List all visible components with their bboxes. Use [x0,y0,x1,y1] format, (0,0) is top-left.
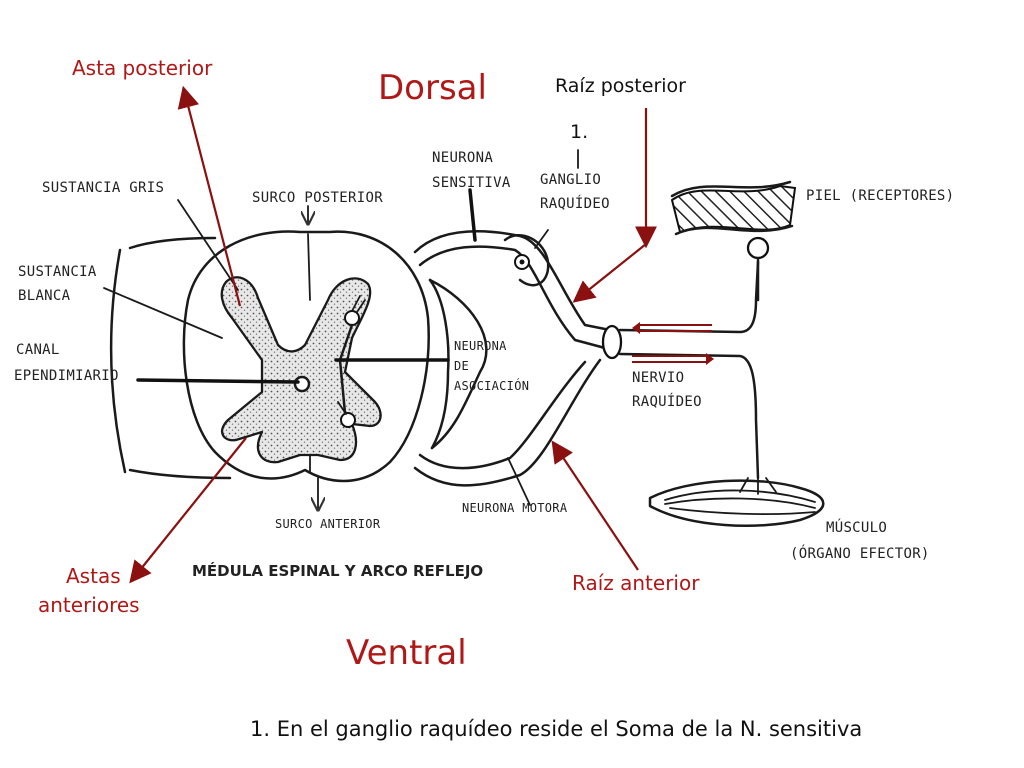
label-astas-anteriores-2: anteriores [38,593,140,617]
label-dorsal: Dorsal [378,68,487,108]
label-canal-2: EPENDIMIARIO [14,368,119,384]
label-piel: PIEL (RECEPTORES) [806,188,954,204]
label-neurona-sensitiva-1: NEURONA [432,150,493,166]
label-surco-posterior: SURCO POSTERIOR [252,190,383,206]
slide-annotations: Asta posterior Astas anteriores Raíz ant… [38,56,862,741]
label-neurona-asociacion-1: NEURONA [454,339,507,353]
column-band [109,236,232,480]
label-neurona-asociacion-2: DE [454,359,469,373]
label-raiz-anterior: Raíz anterior [572,571,700,595]
label-asta-posterior: Asta posterior [72,56,213,80]
label-astas-anteriores-1: Astas [66,564,121,588]
label-neurona-motora: NEURONA MOTORA [462,501,568,515]
drawing-labels: SUSTANCIA GRIS SUSTANCIA BLANCA CANAL EP… [14,150,954,580]
nerve-roots [413,229,612,487]
label-raiz-posterior: Raíz posterior [555,75,686,97]
central-canal [293,375,311,393]
label-canal-1: CANAL [16,342,60,358]
label-nervio-2: RAQUÍDEO [632,393,702,410]
label-nervio-1: NERVIO [632,370,684,386]
label-ganglio-2: RAQUÍDEO [540,195,610,212]
footnote: 1. En el ganglio raquídeo reside el Soma… [250,717,862,741]
red-leader-arrows [129,85,657,584]
label-sustancia-gris: SUSTANCIA GRIS [42,180,164,196]
black-leader-lines [103,149,579,508]
association-neurons [337,295,366,428]
label-ganglio-1: GANGLIO [540,172,601,188]
muscle-effector [648,477,825,528]
label-musculo-2: (ÓRGANO EFECTOR) [790,544,930,562]
gray-matter-butterfly [220,276,382,464]
label-sustancia-blanca-2: BLANCA [18,288,71,304]
skin-receptors [670,180,797,302]
label-neurona-sensitiva-2: SENSITIVA [432,175,511,191]
label-surco-anterior: SURCO ANTERIOR [275,517,381,531]
label-neurona-asociacion-3: ASOCIACIÓN [454,378,529,393]
signal-direction-arrows [632,322,714,365]
label-ventral: Ventral [346,633,467,673]
label-marker-1: 1. [570,121,588,143]
spinal-nerve [601,260,760,480]
label-sustancia-blanca-1: SUSTANCIA [18,264,97,280]
diagram-title: MÉDULA ESPINAL Y ARCO REFLEJO [192,561,483,580]
label-musculo-1: MÚSCULO [826,518,887,536]
